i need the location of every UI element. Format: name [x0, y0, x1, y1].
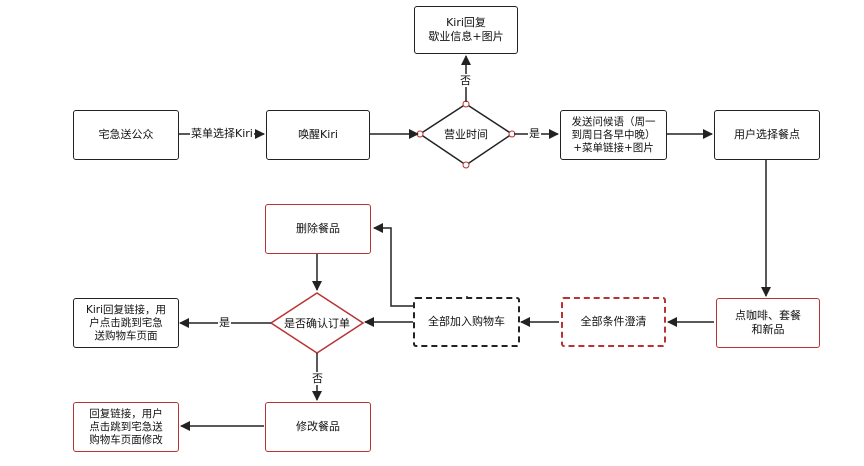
node-kiri-cart-link: Kiri回复链接，用 户点击跳到宅急 送购物车页面	[73, 298, 179, 348]
node-business-hours-label: 营业时间	[444, 128, 488, 141]
node-clarify-all: 全部条件澄清	[561, 297, 666, 347]
node-greeting: 发送问候语（周一 到周日各早中晚） +菜单链接+图片	[560, 110, 667, 160]
edge-label-menu-select: 菜单选择Kiri	[190, 127, 254, 140]
edge-label-no-top: 否	[459, 74, 472, 87]
node-wake-kiri: 唤醒Kiri	[266, 110, 370, 160]
node-order-items: 点咖啡、套餐 和新品	[716, 298, 820, 348]
edge-label-yes-left: 是	[218, 316, 231, 329]
node-delete-item: 删除餐品	[265, 204, 371, 254]
node-add-to-cart: 全部加入购物车	[413, 297, 520, 347]
node-confirm-order-label: 是否确认订单	[284, 317, 350, 330]
node-user-select: 用户选择餐点	[714, 110, 820, 160]
edge-label-yes-right: 是	[528, 127, 541, 140]
node-modify-link: 回复链接，用户 点击跳到宅急送 购物车页面修改	[73, 402, 179, 452]
node-kiri-closed-reply: Kiri回复 歇业信息+图片	[414, 6, 518, 54]
connector-dot	[462, 161, 470, 169]
node-public-account: 宅急送公众	[73, 110, 179, 160]
edge-cart-to-delete	[373, 223, 468, 307]
edge-label-no-bottom: 否	[311, 372, 324, 385]
node-modify-item: 修改餐品	[265, 402, 371, 452]
